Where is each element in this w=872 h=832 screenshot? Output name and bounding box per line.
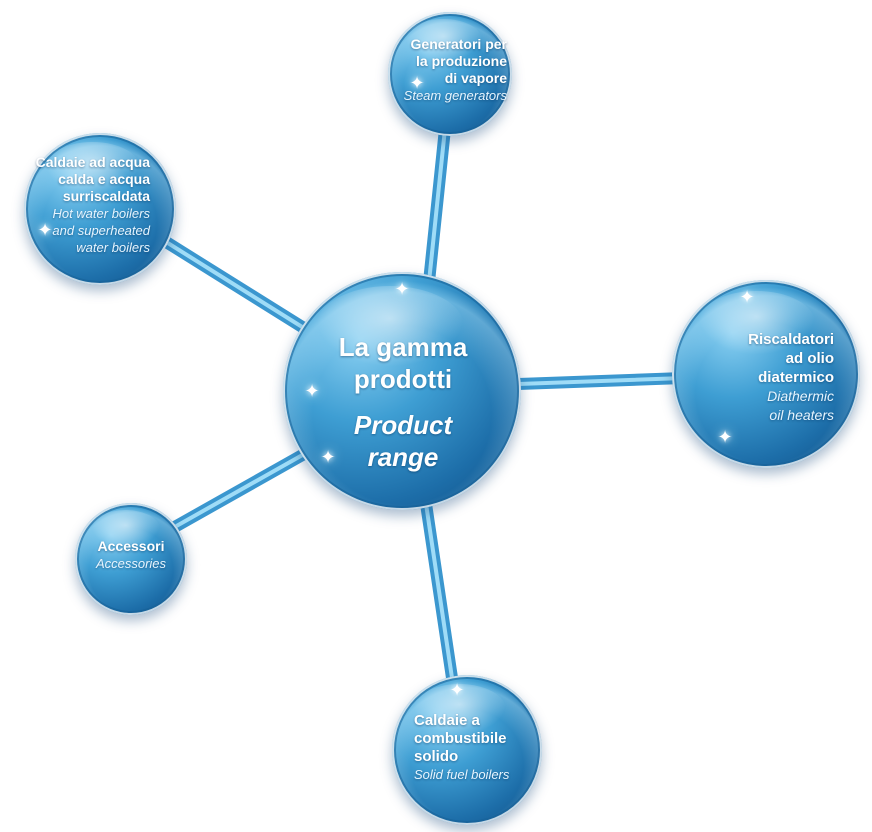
node-hot-water-boilers: ✦ xyxy=(24,133,176,285)
label-solid-fuel-boilers: Caldaie a combustibile solido Solid fuel… xyxy=(414,712,532,783)
sparkle-icon: ✦ xyxy=(394,279,410,299)
label-center: La gamma prodotti Product range xyxy=(303,331,503,473)
solid-title-en: Solid fuel boilers xyxy=(414,767,510,782)
steam-title-it: Generatori per la produzione di vapore xyxy=(410,36,507,86)
label-accessories: Accessori Accessories xyxy=(85,538,177,572)
sparkle-icon: ✦ xyxy=(409,73,425,93)
sparkle-icon: ✦ xyxy=(717,427,733,447)
node-solid-fuel-boilers: ✦ xyxy=(392,675,542,825)
sparkle-icon: ✦ xyxy=(739,287,755,307)
solid-title-it: Caldaie a combustibile solido xyxy=(414,712,507,765)
center-title-it: La gamma prodotti xyxy=(338,332,468,394)
sparkle-icon: ✦ xyxy=(449,680,465,700)
oil-title-it: Riscaldatori ad olio diatermico xyxy=(748,331,834,386)
label-steam-generators: Generatori per la produzione di vapore S… xyxy=(395,36,507,104)
sparkle-icon: ✦ xyxy=(304,381,320,401)
sparkle-icon: ✦ xyxy=(37,220,53,240)
acc-title-en: Accessories xyxy=(95,556,167,571)
label-diathermic-oil-heaters: Riscaldatori ad olio diatermico Diatherm… xyxy=(700,330,834,425)
acc-title-it: Accessori xyxy=(97,538,165,554)
center-title-en: Product range xyxy=(353,410,453,472)
node-steam-generators: ✦ xyxy=(388,12,512,136)
hot-title-en: Hot water boilers and superheated water … xyxy=(52,206,150,255)
oil-title-en: Diathermic oil heaters xyxy=(767,388,834,423)
node-center-product-range: ✦ ✦ ✦ xyxy=(283,272,521,510)
hot-title-it: Caldaie ad acqua calda e acqua surriscal… xyxy=(35,154,150,204)
node-diathermic-oil-heaters: ✦ ✦ xyxy=(672,280,860,468)
label-hot-water-boilers: Caldaie ad acqua calda e acqua surriscal… xyxy=(30,154,150,256)
steam-title-en: Steam generators xyxy=(403,88,507,103)
sparkle-icon: ✦ xyxy=(320,447,336,467)
node-accessories xyxy=(75,503,187,615)
